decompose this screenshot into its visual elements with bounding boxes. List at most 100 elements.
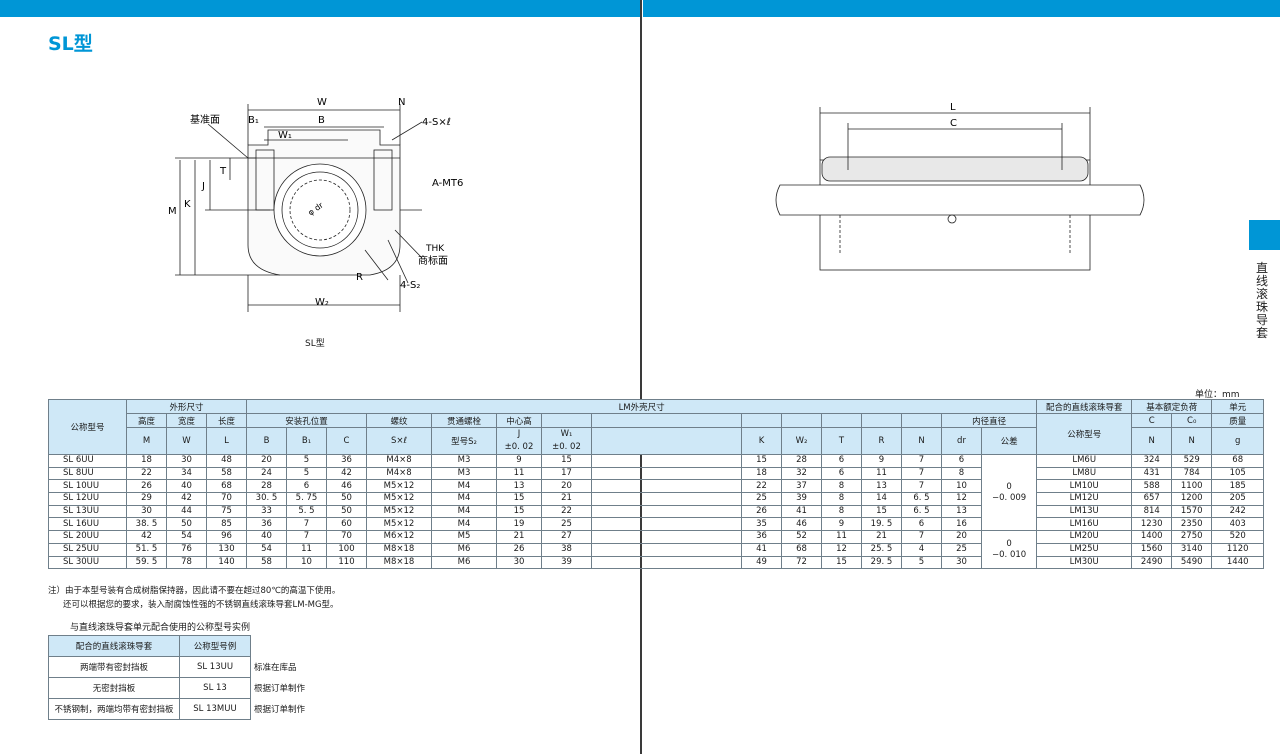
table-cell: SL 8UU [48, 466, 127, 481]
table-cell: 29 [126, 492, 167, 506]
table-cell: 36 [246, 517, 287, 532]
table-cell: SL 12UU [48, 492, 127, 506]
page-divider [640, 0, 642, 754]
note-2: 还可以根据您的要求，装入耐腐蚀性强的不锈钢直线滚珠导套LM-MG型。 [63, 600, 339, 610]
table-cell: 100 [326, 542, 367, 557]
table-cell: 3140 [1171, 542, 1213, 557]
table-cell: 26 [496, 542, 542, 557]
dim-W1: W₁ [278, 130, 292, 141]
table-cell: 8 [941, 466, 982, 481]
table-cell: 13 [496, 479, 542, 494]
th-R: R [861, 427, 902, 455]
th-T: T [821, 427, 862, 455]
th-rating: 基本额定负荷 [1131, 399, 1213, 414]
th-Cn: N [1131, 427, 1173, 455]
table-cell: LM13U [1036, 504, 1133, 519]
table-cell: 75 [206, 504, 247, 519]
label-brand: 商标面 [418, 254, 448, 267]
table-cell: 54 [246, 542, 287, 557]
page-title: SL型 [48, 33, 93, 55]
table-cell: 1560 [1131, 542, 1173, 557]
table-cell: SL 16UU [48, 517, 127, 532]
table-cell: 21 [861, 530, 902, 544]
table-cell: 68 [781, 542, 822, 557]
table-cell: M6×12 [366, 530, 432, 544]
table-cell: 8 [821, 504, 862, 519]
th-mass-bottom: 质量 [1211, 413, 1265, 428]
table-cell: 657 [1131, 492, 1173, 506]
table-cell: 110 [326, 555, 367, 570]
table-cell: LM12U [1036, 492, 1133, 506]
table-cell: 33 [246, 504, 287, 519]
combo-cell: 两端带有密封挡板 [48, 656, 180, 678]
table-cell: 6 [821, 466, 862, 481]
th-match-model: 公称型号 [1036, 413, 1133, 455]
th-B1: B₁ [286, 427, 327, 455]
table-cell: 15 [741, 454, 782, 468]
table-cell: 68 [1211, 454, 1265, 468]
table-cell: LM10U [1036, 479, 1133, 494]
table-cell: M5 [431, 530, 497, 544]
table-cell: LM25U [1036, 542, 1133, 557]
th-tol: 公差 [980, 427, 1038, 455]
table-cell: 7 [901, 466, 942, 481]
table-cell: 7 [901, 479, 942, 494]
table-cell: 19. 5 [861, 517, 902, 532]
table-cell: 140 [206, 555, 247, 570]
table-cell: M4 [431, 517, 497, 532]
dim-W: W [317, 97, 327, 108]
dim-N: N [398, 97, 405, 108]
combo-cell: SL 13UU [179, 656, 251, 678]
dim-B1: B₁ [248, 115, 259, 126]
table-cell: 34 [166, 466, 207, 481]
table-cell: M4 [431, 479, 497, 494]
combo-cell: SL 13 [179, 677, 251, 699]
th-C: C [326, 427, 367, 455]
table-cell: 130 [206, 542, 247, 557]
table-cell: 15 [861, 504, 902, 519]
label-base: 基准面 [190, 113, 220, 126]
table-cell: 205 [1211, 492, 1265, 506]
table-cell: 30 [166, 454, 207, 468]
table-cell: M3 [431, 454, 497, 468]
table-cell: 68 [206, 479, 247, 494]
table-cell: 78 [166, 555, 207, 570]
th-dr: dr [941, 427, 982, 455]
table-cell: 49 [741, 555, 782, 570]
side-view-drawing: L C [775, 102, 1145, 271]
th-outer: 外形尺寸 [126, 399, 247, 414]
th-length: 长度 [206, 413, 247, 428]
table-cell: 40 [166, 479, 207, 494]
table-cell: 70 [206, 492, 247, 506]
table-cell: 2350 [1171, 517, 1213, 532]
table-cell: 60 [326, 517, 367, 532]
table-cell: 8 [821, 492, 862, 506]
table-cell: 46 [326, 479, 367, 494]
table-cell: 18 [741, 466, 782, 481]
table-cell: 13 [941, 504, 982, 519]
table-cell: 25 [541, 517, 592, 532]
table-cell: 39 [781, 492, 822, 506]
table-cell: 6 [286, 479, 327, 494]
th-J: J±0. 02 [496, 427, 542, 455]
table-cell: 1230 [1131, 517, 1173, 532]
table-cell: SL 13UU [48, 504, 127, 519]
table-cell: 431 [1131, 466, 1173, 481]
table-cell: 1200 [1171, 492, 1213, 506]
dim-T: T [219, 166, 227, 177]
table-cell: 588 [1131, 479, 1173, 494]
dim-L: L [950, 102, 956, 113]
table-cell: 10 [286, 555, 327, 570]
table-cell: 11 [821, 530, 862, 544]
table-cell: 7 [901, 454, 942, 468]
table-cell: 6 [901, 517, 942, 532]
table-cell: 784 [1171, 466, 1213, 481]
table-cell: 25 [741, 492, 782, 506]
table-cell: 16 [941, 517, 982, 532]
th-match: 配合的直线滚珠导套 [1036, 399, 1133, 414]
table-cell: 42 [166, 492, 207, 506]
